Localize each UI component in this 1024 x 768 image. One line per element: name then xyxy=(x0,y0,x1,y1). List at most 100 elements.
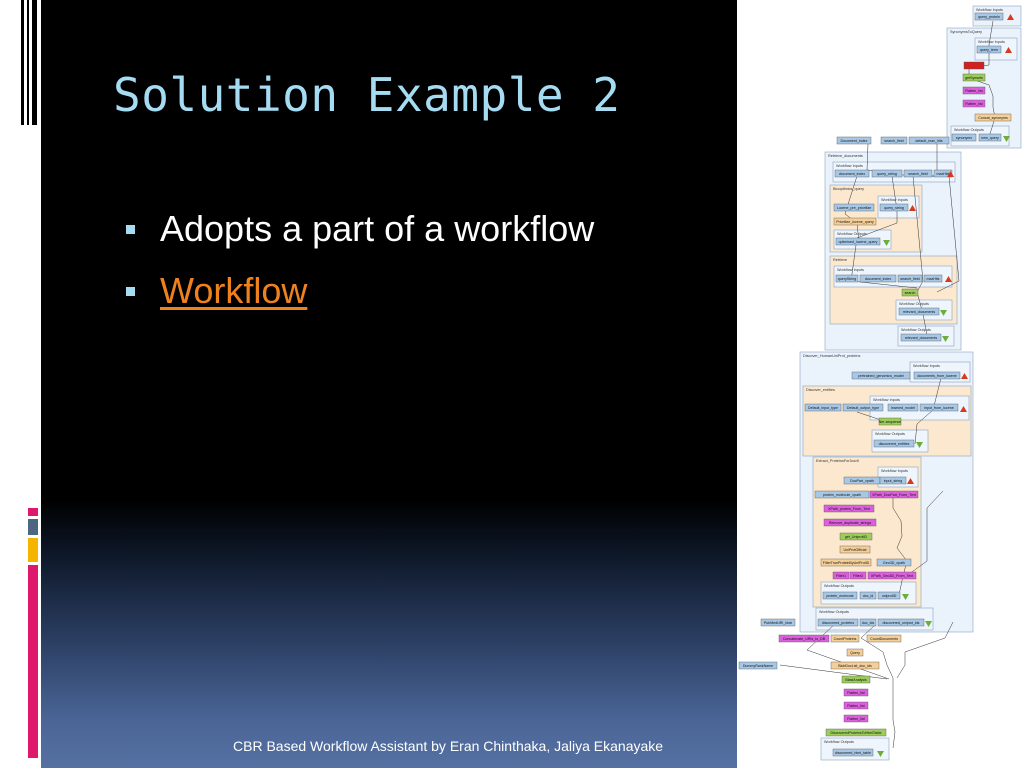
workflow-node-label: Ner-sequence xyxy=(879,420,902,424)
workflow-group-label: Workflow Inputs xyxy=(881,469,908,473)
workflow-node-label: BlastAnalysis xyxy=(845,678,867,682)
workflow-node-label: UniProtOfficial xyxy=(844,548,867,552)
workflow-node-label: pretrained_genomics_model xyxy=(858,374,904,378)
workflow-node xyxy=(897,274,923,283)
workflow-node-label: query_string xyxy=(877,172,897,176)
workflow-node xyxy=(832,748,874,757)
workflow-node-label: query_protein xyxy=(978,15,1000,19)
decorative-side-bars xyxy=(28,508,38,758)
workflow-group-label: Workflow Inputs xyxy=(881,198,908,202)
left-margin xyxy=(0,0,41,768)
workflow-node xyxy=(871,169,903,178)
workflow-node xyxy=(962,99,986,108)
workflow-node-label: discovered_entities xyxy=(879,442,910,446)
workflow-node xyxy=(978,133,1002,142)
workflow-node-label: Query xyxy=(850,651,860,655)
workflow-node xyxy=(833,217,877,226)
workflow-node-label: discovered_uniprot_ids xyxy=(883,621,920,625)
workflow-node xyxy=(778,634,830,643)
workflow-group-label: Workflow Outputs xyxy=(901,328,931,332)
workflow-group-label: Workflow Outputs xyxy=(824,584,854,588)
workflow-group-label: SynonymsToQuery xyxy=(950,30,982,34)
workflow-node xyxy=(877,618,925,627)
bullet-marker-icon xyxy=(126,225,135,234)
workflow-node xyxy=(836,136,872,145)
input-port-icon xyxy=(945,276,952,282)
workflow-node xyxy=(880,136,908,145)
workflow-node xyxy=(963,61,985,70)
slide-title: Solution Example 2 xyxy=(113,68,621,122)
workflow-node xyxy=(887,403,919,412)
workflow-node-label: Flatten_list xyxy=(965,102,982,106)
workflow-node-label: Flatten_list xyxy=(847,704,864,708)
workflow-node xyxy=(849,571,867,580)
workflow-node xyxy=(832,571,850,580)
workflow-node-label: search_field xyxy=(884,139,903,143)
workflow-node-label: CountProteins xyxy=(834,637,857,641)
workflow-node-label: search_field xyxy=(908,172,927,176)
workflow-node xyxy=(830,634,860,643)
slide-footer: CBR Based Workflow Assistant by Eran Chi… xyxy=(233,738,664,754)
workflow-edge xyxy=(968,20,996,138)
output-port-icon xyxy=(902,594,909,600)
workflow-node-label: document_index xyxy=(839,172,866,176)
workflow-link[interactable]: Workflow xyxy=(160,270,308,311)
workflow-node xyxy=(835,274,859,283)
workflow-group-label: Workflow Inputs xyxy=(978,40,1005,44)
input-port-icon xyxy=(909,205,916,211)
workflow-node-label: Geo3D_xpath xyxy=(883,561,905,565)
workflow-node-label: synonyms xyxy=(956,136,972,140)
workflow-node-label: optimised_lucene_query xyxy=(839,240,878,244)
workflow-node xyxy=(851,371,911,380)
workflow-node xyxy=(839,532,873,541)
workflow-node-label: Concatenate_URIs_to_DB xyxy=(783,637,826,641)
workflow-node-label: BlobDocList_doc_ids xyxy=(838,664,872,668)
workflow-node xyxy=(859,618,877,627)
workflow-group-label: Discover_entities xyxy=(806,388,835,392)
workflow-node-label: maxHits xyxy=(937,172,950,176)
workflow-node-label: Flatten_list xyxy=(847,691,864,695)
workflow-node-label: Concat_synonyms xyxy=(978,116,1008,120)
output-port-icon xyxy=(925,621,932,627)
workflow-node xyxy=(933,169,953,178)
workflow-node xyxy=(822,591,858,600)
workflow-group-label: Retrieve_documents xyxy=(828,154,863,158)
workflow-node xyxy=(974,113,1012,122)
output-port-icon xyxy=(916,442,923,448)
workflow-node xyxy=(962,86,986,95)
workflow-node xyxy=(879,203,909,212)
workflow-node-label: documents_from_lucene xyxy=(917,374,956,378)
workflow-node-label: relevant_documents xyxy=(905,336,938,340)
workflow-node xyxy=(919,403,959,412)
workflow-edge xyxy=(806,621,890,680)
workflow-node-label: search_field xyxy=(900,277,919,281)
workflow-node xyxy=(976,45,1002,54)
workflow-node xyxy=(869,490,919,499)
workflow-node-label: uniprotID xyxy=(882,594,897,598)
workflow-group-label: Workflow Outputs xyxy=(875,432,905,436)
workflow-node-label: get_UniprotID xyxy=(845,535,868,539)
workflow-node xyxy=(900,333,942,342)
workflow-node xyxy=(877,591,901,600)
workflow-group-label: Workflow Outputs xyxy=(824,740,854,744)
workflow-node-label: doc_id xyxy=(863,594,874,598)
workflow-node-label: queryString xyxy=(838,277,856,281)
workflow-node-label: Filter1 xyxy=(836,574,846,578)
workflow-node xyxy=(825,728,887,737)
workflow-node-label: protein_molecule_xpath xyxy=(823,493,861,497)
workflow-node-label: input_string xyxy=(884,479,903,483)
input-port-icon xyxy=(1007,14,1014,20)
workflow-edge xyxy=(896,621,954,679)
workflow-node xyxy=(804,403,842,412)
output-port-icon xyxy=(877,751,884,757)
workflow-node xyxy=(923,274,943,283)
workflow-group-label: Biooptimics_query xyxy=(833,187,864,191)
workflow-node xyxy=(962,73,986,82)
output-port-icon xyxy=(942,336,949,342)
workflow-node xyxy=(859,274,897,283)
workflow-node xyxy=(866,634,902,643)
workflow-node-label: getSynsets xyxy=(965,76,983,80)
workflow-node xyxy=(817,618,859,627)
